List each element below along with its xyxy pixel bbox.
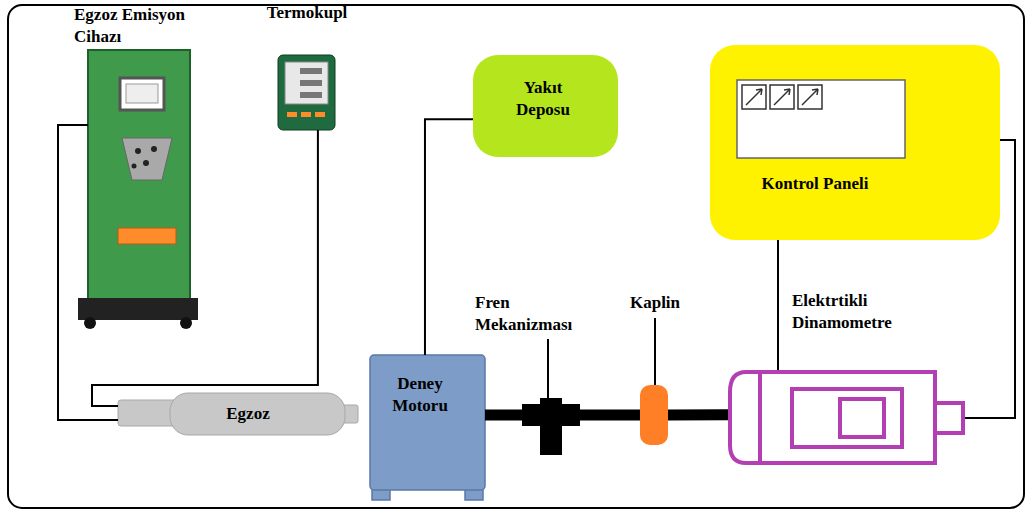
device-box: Kaplin: [640, 385, 668, 445]
node-label: Kontrol Paneli: [710, 173, 920, 195]
control-panel-part-part: [770, 85, 794, 109]
outer-frame: [8, 5, 1024, 508]
test-engine: [370, 355, 485, 500]
thermocouple-meter-part: [285, 62, 328, 104]
leader-line-part: [547, 339, 549, 398]
device-box: Termokupl: [278, 55, 335, 130]
device-box: Egzoz Emisyon Cihazı: [88, 50, 190, 322]
thermocouple-meter-part: [278, 55, 335, 130]
emission-device-part: [78, 298, 198, 320]
process-box: Yakıt Deposu: [473, 55, 618, 157]
node-label: Deney Motoru: [375, 373, 465, 417]
node-label: Yakıt Deposu: [498, 77, 588, 121]
control-panel-part-part: [798, 85, 822, 109]
shaft: [668, 409, 728, 420]
device-box: Fren Mekanizması: [522, 398, 580, 455]
control-panel-part: [746, 89, 818, 105]
emission-device-part: [84, 317, 96, 329]
thermocouple-meter: [278, 55, 335, 130]
emission-device-part: [143, 160, 149, 166]
node-label: Elektrtikli Dinamometre: [792, 290, 922, 334]
emission-device: [78, 50, 198, 329]
node-label: Fren Mekanizması: [475, 292, 593, 336]
emission-device-part: [126, 84, 158, 103]
emission-device-part: [180, 317, 192, 329]
node-label: Kaplin: [614, 292, 696, 314]
electric-dynamometer: [730, 372, 963, 463]
thermocouple-meter-part: [287, 112, 297, 117]
shaft: [580, 409, 640, 420]
electric-dynamometer-part: [840, 399, 884, 437]
emission-device-part: [135, 148, 141, 154]
electric-dynamometer-part: [730, 372, 760, 463]
emission-device-part: [120, 78, 164, 110]
emission-device-part: [118, 228, 176, 244]
control-panel: [710, 45, 1000, 240]
electric-dynamometer-part: [792, 389, 902, 447]
control-line: [965, 140, 1015, 418]
node-label: Egzoz: [138, 403, 358, 425]
signal-line: [92, 130, 318, 406]
device-box: Elektrtikli Dinamometre: [728, 370, 965, 465]
node-label: Egzoz Emisyon Cihazı: [74, 4, 224, 48]
control-line: [777, 240, 779, 370]
thermocouple-meter-part: [315, 112, 325, 117]
brake-mechanism: [522, 398, 580, 455]
electric-dynamometer-part: [935, 403, 963, 433]
test-engine-part: [370, 355, 485, 490]
signal-line: [58, 125, 118, 420]
coupling: [640, 385, 668, 445]
shaft: [485, 409, 522, 420]
brake-mechanism-part: [540, 398, 562, 455]
process-box: Deney Motoru: [370, 355, 485, 500]
thermocouple-meter-part: [300, 92, 322, 98]
emission-device-part: [151, 146, 157, 152]
control-panel-part-part: [746, 89, 762, 105]
control-panel-part-part: [802, 89, 818, 105]
emission-device-part: [132, 164, 137, 169]
process-box: Egzoz: [118, 393, 358, 435]
fuel-tank: [473, 55, 618, 157]
fuel-line: [425, 119, 473, 355]
control-panel-part: [710, 45, 1000, 240]
process-box: Kontrol Paneli: [710, 45, 1000, 240]
control-panel-part-part: [742, 85, 766, 109]
thermocouple-meter-part: [300, 80, 322, 86]
electric-dynamometer-part: [760, 372, 935, 463]
control-panel-part: [737, 80, 905, 158]
control-panel-part-part: [774, 89, 790, 105]
emission-device-part: [88, 50, 190, 300]
leader-line-part: [654, 318, 656, 385]
emission-device-part: [122, 138, 172, 180]
thermocouple-meter-part: [300, 68, 322, 74]
thermocouple-meter-part: [301, 112, 311, 117]
node-label: Termokupl: [248, 2, 366, 24]
control-panel-part: [742, 85, 822, 109]
exhaust-muffler: [118, 393, 358, 435]
